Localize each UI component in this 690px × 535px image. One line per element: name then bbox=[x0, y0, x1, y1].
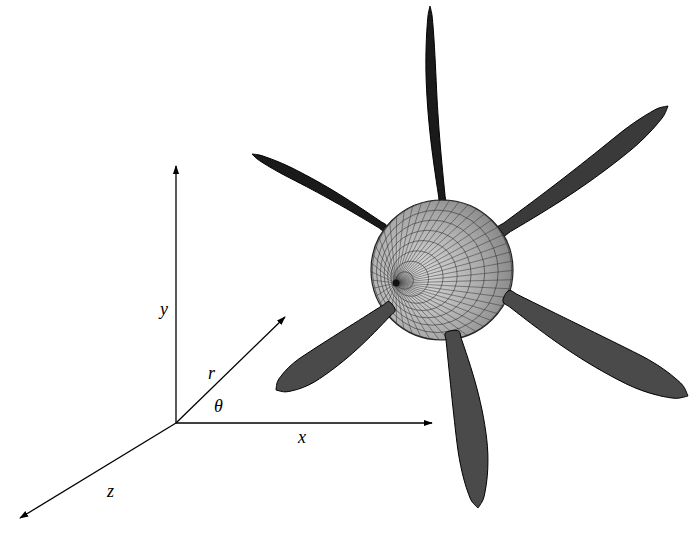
mesh-line bbox=[396, 283, 452, 343]
mesh-line bbox=[396, 283, 479, 334]
spinner-nose bbox=[393, 280, 400, 287]
propeller-blade bbox=[497, 106, 668, 236]
axis-label: z bbox=[107, 482, 114, 500]
mesh-line bbox=[396, 197, 442, 284]
blades-front bbox=[276, 290, 688, 508]
propeller-blade bbox=[426, 6, 447, 206]
mesh-ring bbox=[380, 220, 484, 325]
mesh-ring bbox=[391, 251, 443, 304]
spinner-body bbox=[371, 200, 513, 340]
propeller-blade bbox=[503, 290, 688, 398]
mesh-line bbox=[389, 218, 396, 283]
mesh-line bbox=[396, 283, 432, 343]
mesh-line bbox=[373, 283, 396, 298]
mesh-ring bbox=[376, 210, 498, 333]
mesh-line bbox=[396, 283, 442, 344]
axis-label: y bbox=[160, 300, 168, 318]
axis-label: r bbox=[208, 364, 215, 382]
spinner-hub bbox=[367, 197, 516, 344]
propeller-blade bbox=[445, 330, 488, 508]
r-axis bbox=[176, 317, 285, 423]
mesh-ring bbox=[372, 200, 511, 340]
mesh-ring bbox=[396, 272, 413, 290]
axis-label: θ bbox=[214, 397, 223, 415]
x-axis bbox=[176, 422, 432, 423]
mesh-line bbox=[396, 197, 432, 283]
y-axis bbox=[175, 166, 176, 423]
mesh-ring bbox=[394, 261, 429, 296]
mesh-line bbox=[396, 283, 471, 338]
propeller-blade bbox=[252, 154, 387, 231]
axis-label: x bbox=[298, 428, 306, 446]
mesh-ring bbox=[388, 241, 458, 311]
mesh-line bbox=[396, 283, 398, 328]
mesh-ring bbox=[384, 230, 471, 318]
mesh-line bbox=[396, 283, 423, 341]
spinner-mesh bbox=[367, 197, 516, 344]
z-axis bbox=[20, 423, 176, 518]
mesh-line bbox=[396, 212, 398, 283]
propeller-blade bbox=[276, 301, 395, 391]
